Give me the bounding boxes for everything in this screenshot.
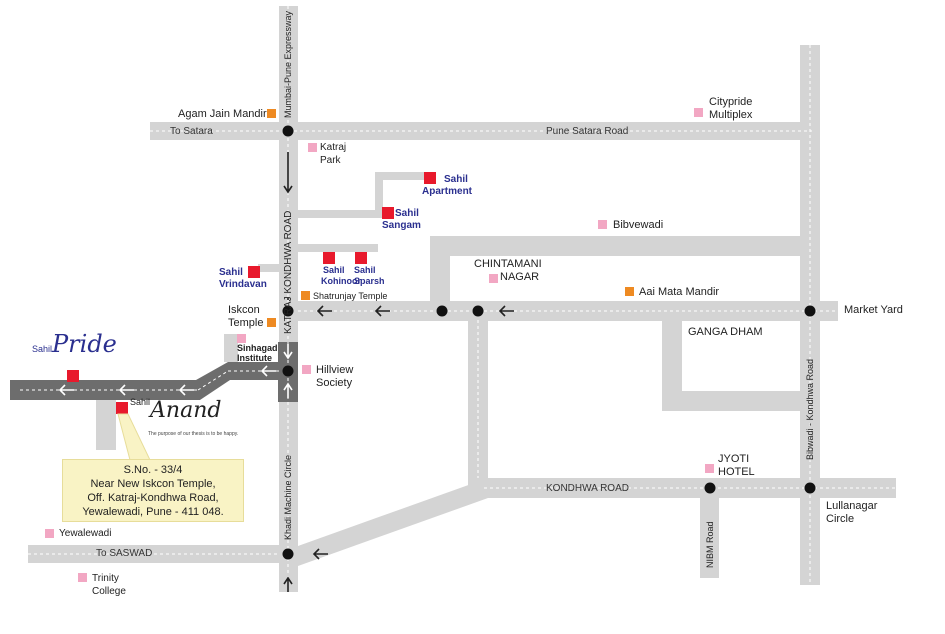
project-marker-sparsh (355, 252, 367, 264)
address-box: S.No. - 33/4 Near New Iskcon Temple, Off… (62, 459, 244, 522)
address-line-2: Near New Iskcon Temple, (90, 478, 216, 490)
landmark-marker (45, 529, 54, 538)
road-iskcon-stub (224, 334, 238, 362)
arrow-up-2 (283, 382, 293, 398)
road-label-to-saswad: To SASWAD (96, 548, 153, 559)
junction-chintamani-2 (472, 305, 484, 317)
road-ganga-dham-bottom (662, 391, 802, 411)
arrow-left-8 (58, 384, 74, 396)
sahil-anand-logo: SahilAnand (130, 397, 222, 423)
arrow-down-1 (283, 152, 293, 194)
road-apartment-link (375, 172, 383, 218)
road-chintamani-top (430, 236, 802, 256)
address-line-4: Yewalewadi, Pune - 411 048. (82, 506, 224, 518)
road-label-to-satara: To Satara (170, 126, 213, 137)
landmark-marker (694, 108, 703, 117)
project-marker-kohinoor (323, 252, 335, 264)
road-sangam-link (298, 210, 383, 218)
temple-marker (267, 109, 276, 118)
arrow-left-4 (312, 548, 328, 560)
junction-iskcon (282, 305, 294, 317)
road-ganga-dham-left (662, 320, 682, 410)
landmark-marker (489, 274, 498, 283)
arrow-left-6 (178, 384, 194, 396)
road-apartment-top (375, 172, 425, 180)
project-marker-pride (67, 370, 79, 382)
label-yewalewadi: Yewalewadi (59, 528, 112, 539)
landmark-marker (237, 334, 246, 343)
temple-marker (625, 287, 634, 296)
road-approach-highlight (10, 362, 282, 400)
arrow-left-5 (260, 365, 276, 377)
road-label-katraj-kondhwa: KATRAJ KONDHWA ROAD (283, 210, 294, 334)
junction-chintamani-1 (436, 305, 448, 317)
junction-hillview (282, 365, 294, 377)
project-marker-sangam (382, 207, 394, 219)
road-label-mumbai-pune: Mumbai-Pune Expressway (283, 10, 293, 118)
label-market-yard: Market Yard (844, 304, 903, 316)
road-label-khadi-machine: Khadi Machine Circle (283, 454, 293, 540)
arrow-left-3 (498, 305, 514, 317)
sahil-pride-logo: SahilPride (32, 330, 117, 358)
road-label-pune-satara: Pune Satara Road (546, 126, 629, 137)
junction-market-yard (804, 305, 816, 317)
road-chintamani-left (430, 236, 450, 302)
label-aai-mata-mandir: Aai Mata Mandir (639, 286, 720, 298)
label-agam-jain-mandir: Agam Jain Mandir (178, 108, 267, 120)
address-line-3: Off. Katraj-Kondhwa Road, (87, 492, 219, 504)
road-label-kondhwa: KONDHWA ROAD (546, 483, 629, 494)
address-line-1: S.No. - 33/4 (123, 464, 183, 476)
road-chintamani-south (468, 320, 488, 498)
road-kohinoor-link (298, 244, 378, 252)
road-label-nibm: NIBM Road (705, 521, 715, 568)
label-bibvewadi: Bibvewadi (613, 219, 664, 231)
road-pride-stub (96, 398, 116, 450)
arrow-left-1 (316, 305, 332, 317)
junction-lullanagar (804, 482, 816, 494)
landmark-marker (302, 365, 311, 374)
project-marker-anand (116, 402, 128, 414)
landmark-marker (598, 220, 607, 229)
road-nibm (700, 492, 719, 578)
arrow-left-2 (374, 305, 390, 317)
landmark-marker (705, 464, 714, 473)
label-shatrunjay-temple: Shatrunjay Temple (313, 291, 388, 301)
road-vrindavan-link (258, 264, 280, 272)
arrow-down-3 (283, 344, 293, 360)
label-ganga-dham: GANGA DHAM (688, 326, 763, 338)
temple-marker (301, 291, 310, 300)
landmark-marker (308, 143, 317, 152)
junction-satara (282, 125, 294, 137)
junction-nibm (704, 482, 716, 494)
temple-marker (267, 318, 276, 327)
arrow-up-1 (283, 576, 293, 592)
anand-tagline: The purpose of our thesis is to be happy… (148, 431, 239, 437)
landmark-marker (78, 573, 87, 582)
project-marker-vrindavan (248, 266, 260, 278)
arrow-left-7 (118, 384, 134, 396)
project-marker-apartment (424, 172, 436, 184)
junction-saswad (282, 548, 294, 560)
road-kondhwa-diagonal (298, 478, 488, 566)
road-label-bibwadi-kondhwa: Bibwadi - Kondhwa Road (805, 358, 815, 460)
